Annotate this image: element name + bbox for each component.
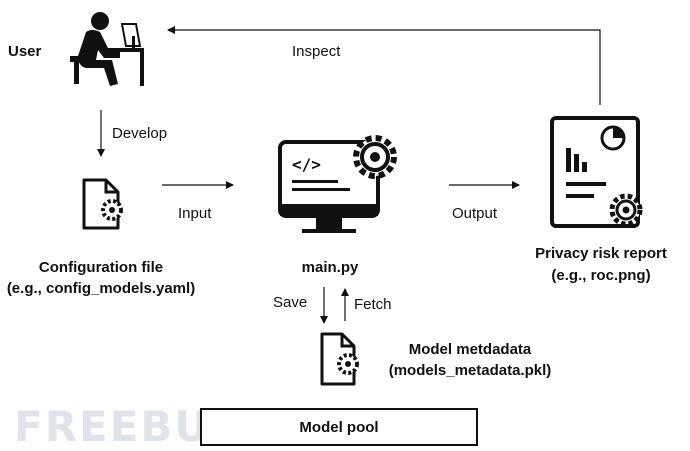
model-pool-box: Model pool xyxy=(200,408,478,446)
metadata-file-icon xyxy=(320,332,359,386)
output-label: Output xyxy=(452,205,498,222)
report-subtitle: (e.g., roc.png) xyxy=(551,267,651,284)
metadata-subtitle: (models_metadata.pkl) xyxy=(388,362,552,379)
report-title: Privacy risk report xyxy=(535,245,667,262)
config-title: Configuration file xyxy=(38,259,164,276)
fetch-label: Fetch xyxy=(354,296,392,313)
user-label: User xyxy=(8,43,42,60)
main-py-label: main.py xyxy=(301,259,359,276)
main-py-monitor-icon: </> xyxy=(278,135,397,233)
user-icon xyxy=(70,12,144,86)
privacy-report-icon xyxy=(550,116,643,228)
model-pool-label: Model pool xyxy=(299,418,379,436)
config-file-icon xyxy=(82,178,123,230)
svg-text:</>: </> xyxy=(292,155,321,174)
config-subtitle: (e.g., config_models.yaml) xyxy=(6,280,196,297)
input-label: Input xyxy=(178,205,212,222)
inspect-label: Inspect xyxy=(292,43,341,60)
develop-label: Develop xyxy=(112,125,168,142)
save-label: Save xyxy=(273,294,308,311)
metadata-title: Model metdadata xyxy=(408,341,532,358)
inspect-arrow xyxy=(167,26,601,105)
